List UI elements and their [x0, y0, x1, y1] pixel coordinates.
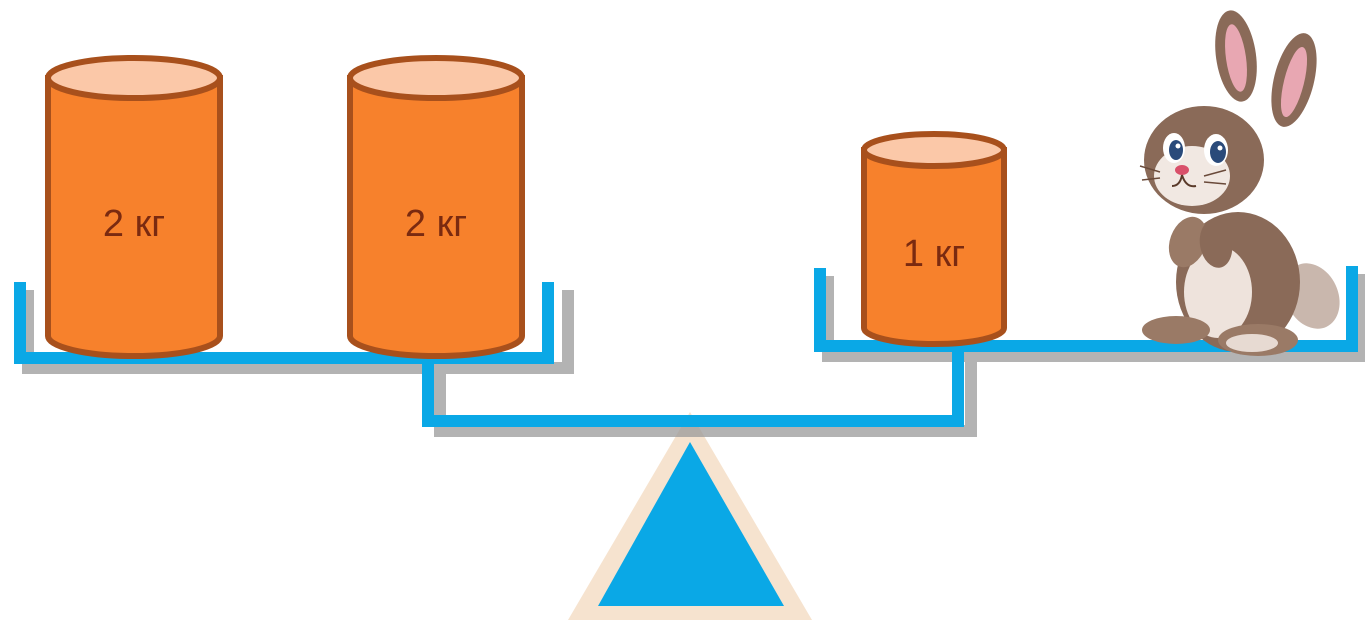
- crossbar: [422, 340, 964, 427]
- weight-left-2: 2 кг: [347, 55, 525, 359]
- rabbit-icon: [1139, 10, 1340, 356]
- left-pan: [14, 282, 554, 364]
- weight-left-2-label: 2 кг: [405, 203, 467, 245]
- weight-right-1: 1 кг: [861, 131, 1007, 347]
- weight-right-1-label: 1 кг: [903, 233, 965, 275]
- balance-beam: [14, 266, 1358, 427]
- right-pan: [814, 266, 1358, 352]
- weight-left-1: 2 кг: [45, 55, 223, 359]
- beam-shadow: [22, 274, 1365, 437]
- weight-left-1-label: 2 кг: [103, 203, 165, 245]
- fulcrum: [568, 412, 812, 620]
